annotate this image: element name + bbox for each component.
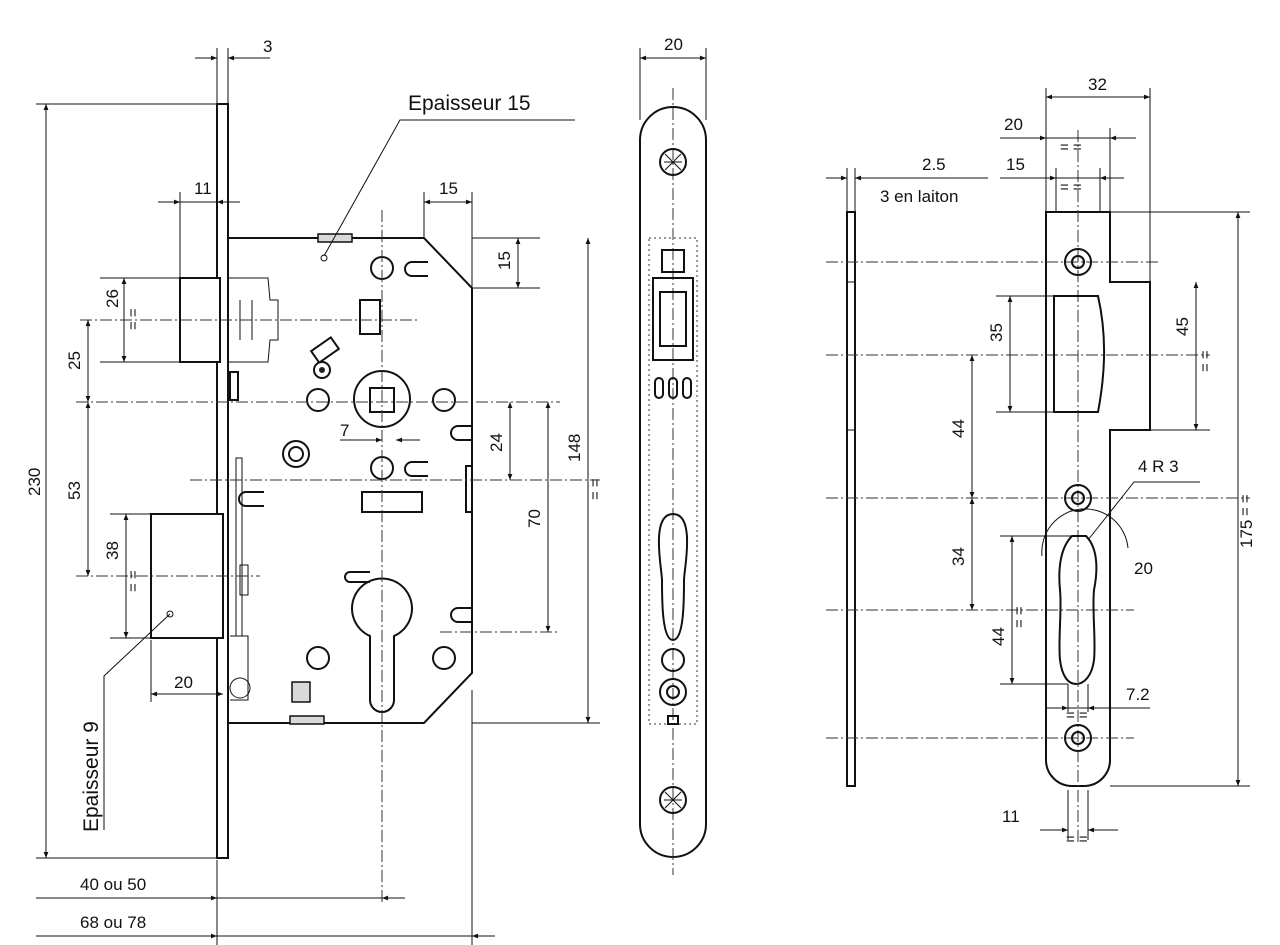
eq-mark-148: = = <box>587 478 604 500</box>
lock-body-dimensions <box>36 48 600 945</box>
strike-plate-outline <box>1045 211 1151 787</box>
dim-strike-15: 15 <box>1006 155 1025 174</box>
forend-plate <box>216 103 229 859</box>
dim-68-ou-78: 68 ou 78 <box>80 913 146 932</box>
eq-mark-20: = = <box>1060 139 1082 156</box>
dim-arc-20: 20 <box>1134 559 1153 578</box>
dim-15-top: 15 <box>439 179 458 198</box>
dim-35: 35 <box>987 323 1006 342</box>
eq-mark-38: = = <box>125 570 142 592</box>
strike-plate-view <box>826 88 1250 845</box>
dim-15-side: 15 <box>495 251 514 270</box>
lock-body-view <box>76 103 600 905</box>
cylinder-cutout <box>351 577 413 713</box>
dim-175: 175 <box>1237 520 1256 548</box>
dim-230: 230 <box>25 468 44 496</box>
dim-7-2: 7.2 <box>1126 685 1150 704</box>
strike-latch-opening <box>1053 295 1106 413</box>
faceplate-deadbolt-slot <box>657 512 689 642</box>
drawing-labels: 3 11 15 15 Epaisseur 15 26 = = 25 230 53… <box>25 35 1256 932</box>
eq-mark-45: = = <box>1197 350 1214 372</box>
eq-mark-175: = = <box>1237 494 1254 516</box>
dim-2-5: 2.5 <box>922 155 946 174</box>
dim-20-bolt: 20 <box>174 673 193 692</box>
faceplate-outline <box>639 106 707 858</box>
dim-11: 11 <box>194 179 212 198</box>
dim-strike-11: 11 <box>1002 807 1020 826</box>
dim-34: 34 <box>949 547 968 566</box>
eq-mark-15: = = <box>1060 179 1082 196</box>
dim-7: 7 <box>340 421 349 440</box>
label-epaisseur-15: Epaisseur 15 <box>408 92 531 115</box>
dim-148: 148 <box>565 434 584 462</box>
dim-38: 38 <box>103 541 122 560</box>
dim-24: 24 <box>487 433 506 452</box>
dim-44-lower: 44 <box>989 627 1008 646</box>
latch-internal <box>228 277 279 363</box>
label-epaisseur-9: Epaisseur 9 <box>80 721 103 832</box>
eq-mark-26: = = <box>125 308 142 330</box>
dim-strike-20: 20 <box>1004 115 1023 134</box>
dim-26: 26 <box>103 289 122 308</box>
dim-32: 32 <box>1088 75 1107 94</box>
strike-deadbolt-opening <box>1058 535 1098 686</box>
dim-faceplate-20: 20 <box>664 35 683 54</box>
dim-45: 45 <box>1173 317 1192 336</box>
dim-70: 70 <box>525 509 544 528</box>
dim-44-upper: 44 <box>949 419 968 438</box>
eq-mark-7-2: = = <box>1066 707 1088 724</box>
dim-3: 3 <box>263 37 272 56</box>
dim-25: 25 <box>65 351 84 370</box>
eq-mark-44: = = <box>1011 606 1028 628</box>
dim-53: 53 <box>65 481 84 500</box>
strike-side-plate <box>846 211 856 787</box>
label-laiton: 3 en laiton <box>880 187 958 206</box>
dim-40-ou-50: 40 ou 50 <box>80 875 146 894</box>
label-4-r-3: 4 R 3 <box>1138 457 1179 476</box>
eq-mark-11: = = <box>1066 831 1088 848</box>
faceplate-view <box>639 48 707 875</box>
